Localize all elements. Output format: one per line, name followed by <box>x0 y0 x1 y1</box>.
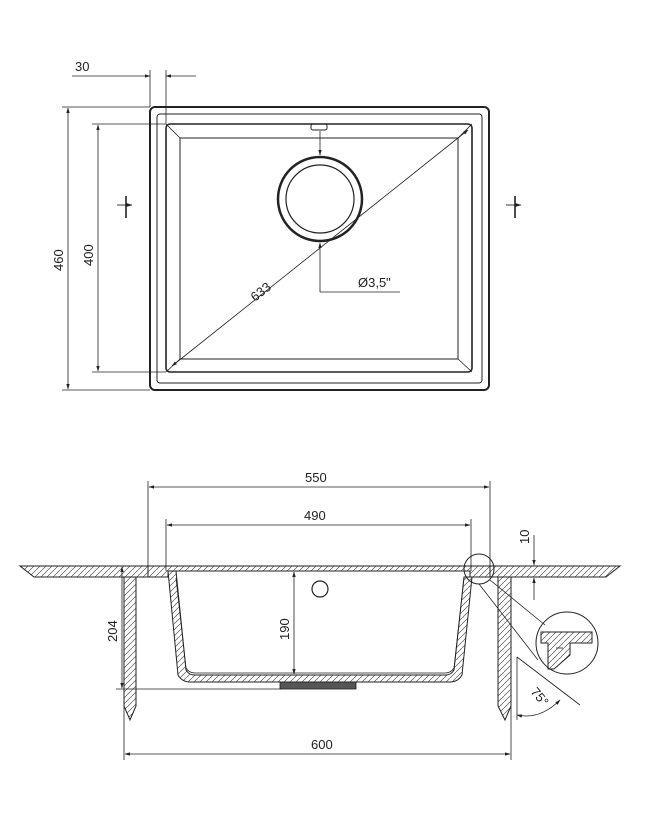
bowl-outline <box>165 123 473 373</box>
diagonal-dimension-line <box>171 129 469 367</box>
sink-inner-rim <box>156 113 483 384</box>
inner-width-label: 490 <box>304 508 326 523</box>
sink-rim-section <box>147 565 491 578</box>
total-depth-label: 204 <box>105 620 120 642</box>
inner-depth-label: 400 <box>81 244 96 266</box>
detail-enlargement <box>535 611 599 675</box>
bowl-depth-label: 190 <box>277 618 292 640</box>
sink-outer-rim <box>149 106 490 391</box>
drain-bottom <box>279 681 357 690</box>
cabinet-side-right <box>497 576 512 722</box>
cabinet-width-label: 600 <box>311 737 333 752</box>
rim-width-label: 30 <box>75 59 89 74</box>
angle-arc <box>516 699 561 718</box>
section-marker-right <box>506 196 522 218</box>
drain-diameter-label: Ø3,5" <box>358 275 391 290</box>
outer-depth-label: 460 <box>51 249 66 271</box>
angle-label: 75° <box>528 684 552 709</box>
cabinet-side-left <box>123 576 137 722</box>
drain-outer <box>276 155 364 243</box>
overflow-slot <box>310 123 328 131</box>
countertop-left <box>18 565 149 578</box>
top-view: Ø3,5" 633 30 460 400 <box>51 59 522 391</box>
bowl-wall-section <box>167 570 473 683</box>
rim-height-label: 10 <box>517 530 532 544</box>
section-view: 550 490 10 190 204 600 <box>18 470 622 760</box>
outer-width-label: 550 <box>305 470 327 485</box>
section-marker-left <box>117 196 133 218</box>
overflow-hole <box>311 580 329 598</box>
drain-inner <box>285 164 355 234</box>
countertop-right <box>489 565 622 578</box>
diagonal-label: 633 <box>248 279 274 304</box>
